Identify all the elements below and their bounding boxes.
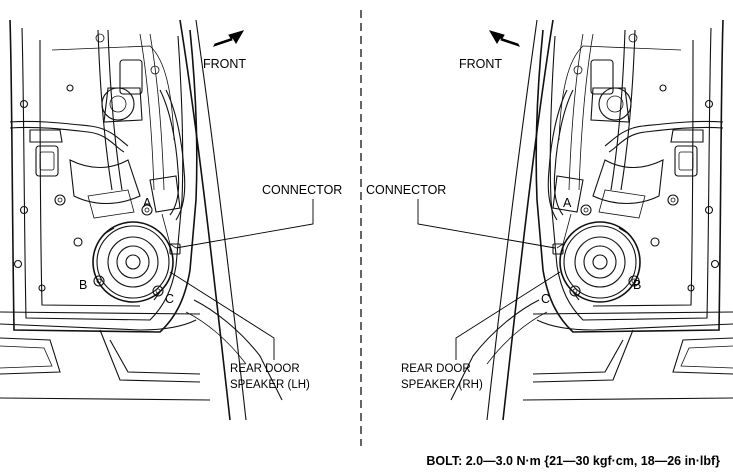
right-door-illustration [450,19,733,421]
torque-spec: BOLT: 2.0—3.0 N·m {21—30 kgf·cm, 18—26 i… [426,454,720,468]
speaker-label-left-line1: REAR DOOR [230,363,300,375]
bolt-label-a-left: A [143,196,152,210]
front-arrow-right-icon [488,30,520,47]
front-label-left: FRONT [203,57,246,71]
speaker-label-right-line2: SPEAKER (RH) [401,379,483,391]
bolt-label-c-left: C [165,292,174,306]
speaker-label-right-line1: REAR DOOR [401,363,471,375]
bolt-label-b-left: B [79,278,87,292]
connector-leader-right [417,199,556,249]
speaker-label-left-line2: SPEAKER (LH) [230,379,310,391]
connector-label-right: CONNECTOR [366,183,446,197]
front-arrow-left-icon [213,30,245,47]
bolt-label-a-right: A [563,196,572,210]
bolt-label-c-right: C [541,292,550,306]
front-label-right: FRONT [459,57,502,71]
speaker-leader-left [169,271,275,360]
connector-label-left: CONNECTOR [262,183,342,197]
left-door-illustration [0,19,283,421]
bolt-label-b-right: B [633,278,641,292]
connector-leader-left [175,199,314,249]
speaker-leader-right [455,271,561,360]
